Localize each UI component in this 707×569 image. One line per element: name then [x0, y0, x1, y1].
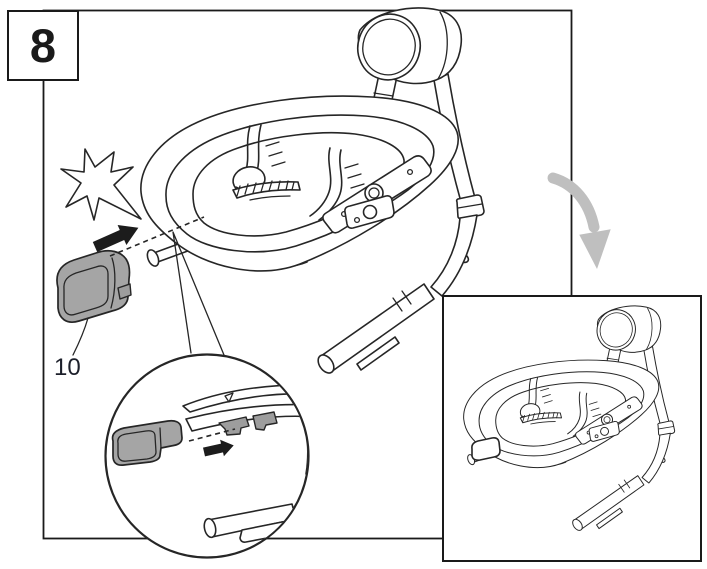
part-10-label: 10: [54, 354, 81, 381]
seat-edge-detail: [182, 384, 308, 413]
insert-arrow-icon: [92, 225, 139, 252]
insert-guide-dashed-line: [109, 216, 205, 257]
magnifier-callout-lines: [172, 231, 225, 356]
part-10-clip: [56, 249, 132, 323]
step-number-box: 8: [7, 10, 79, 81]
step-number: 8: [29, 19, 57, 72]
gray-curved-arrow-icon: [547, 172, 611, 269]
part-10-leader-line: [72, 317, 89, 356]
detail-dashed-line: [188, 428, 236, 442]
attached-clip: [471, 437, 501, 461]
part-10-clip-detail: [111, 419, 183, 466]
insert-arrow-detail-icon: [203, 439, 234, 457]
detail-magnifier-circle: [104, 353, 310, 559]
click-starburst-icon: [60, 148, 142, 221]
kick-bar-detail: [203, 503, 297, 543]
result-inset-view: [463, 304, 676, 533]
